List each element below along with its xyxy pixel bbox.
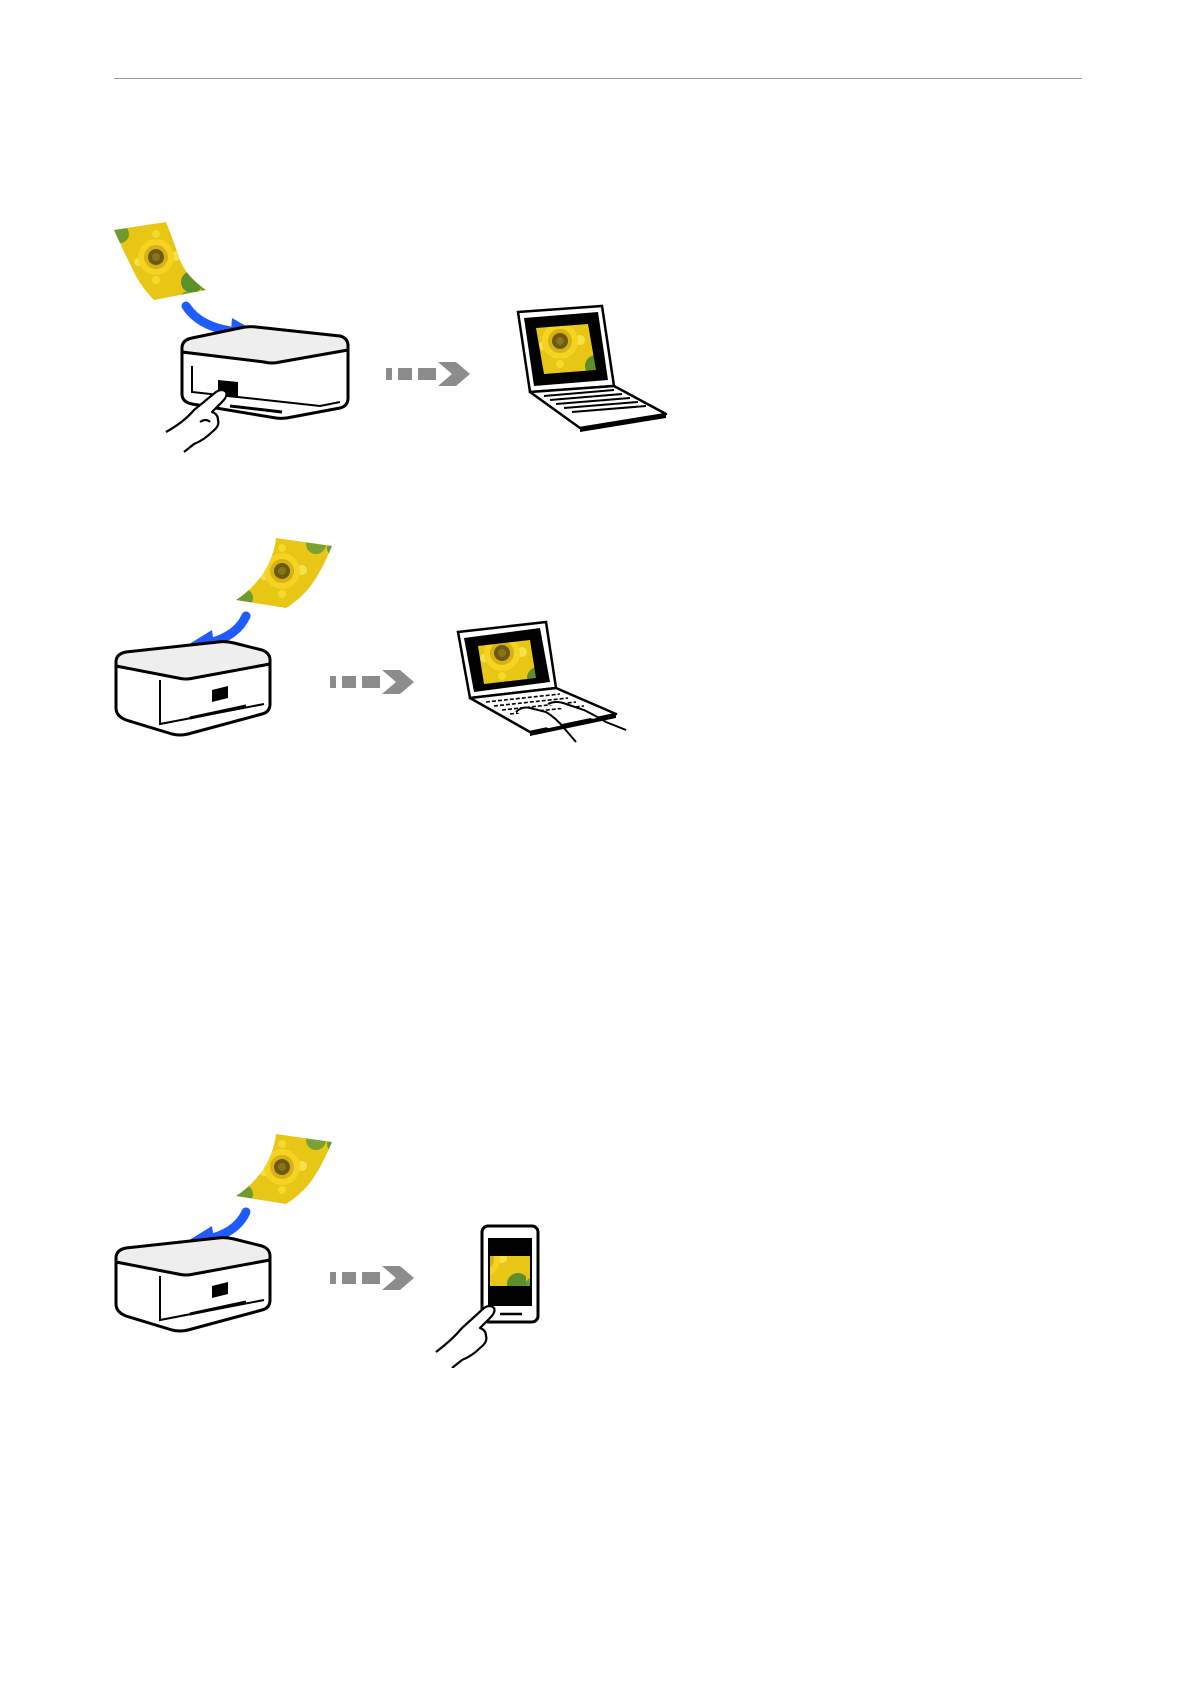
transfer-arrow-icon <box>330 1266 414 1290</box>
figure-scan-to-computer-control-panel <box>110 222 690 462</box>
photo-original-icon <box>236 538 332 608</box>
transfer-arrow-icon <box>330 670 414 694</box>
header-rule <box>114 78 1082 79</box>
photo-original-icon <box>236 1134 332 1204</box>
figure-scan-from-computer-app <box>110 536 630 756</box>
laptop-typing-icon <box>458 622 626 742</box>
laptop-icon <box>518 306 666 432</box>
scanner-icon <box>116 642 270 735</box>
smartphone-tap-icon <box>436 1226 538 1368</box>
scanner-icon <box>116 1238 270 1331</box>
transfer-arrow-icon <box>386 362 470 386</box>
photo-original-icon <box>114 222 206 300</box>
figure-scan-to-smart-device <box>110 1132 560 1368</box>
